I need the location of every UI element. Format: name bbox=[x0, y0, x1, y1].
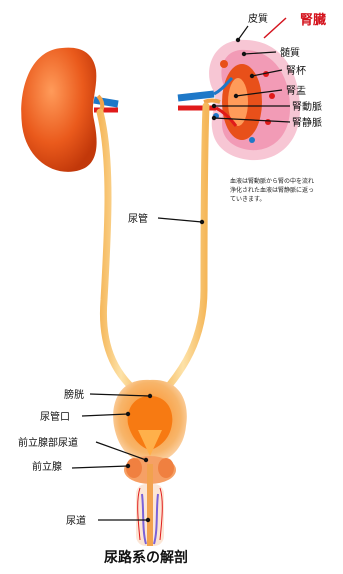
label-prostatic-urethra: 前立腺部尿道 bbox=[18, 436, 78, 449]
label-renal-vein: 腎静脈 bbox=[292, 116, 322, 129]
bladder bbox=[113, 380, 187, 464]
label-urethra: 尿道 bbox=[66, 514, 86, 527]
ureters bbox=[100, 106, 206, 396]
ureter-leader bbox=[158, 218, 202, 222]
label-pelvis: 腎盂 bbox=[286, 85, 306, 97]
label-renal-artery: 腎動脈 bbox=[292, 100, 322, 113]
label-cortex: 皮質 bbox=[248, 12, 268, 25]
label-ureter: 尿管 bbox=[128, 212, 148, 225]
caption: 尿路系の解剖 bbox=[104, 549, 188, 566]
label-prostate: 前立腺 bbox=[32, 460, 62, 473]
label-calyx: 腎杯 bbox=[286, 64, 306, 77]
note-line-3: ていきます。 bbox=[230, 196, 265, 203]
blood-flow-note: 血液は腎動脈から腎の中を流れ 浄化された血液は腎静脈に返っ ていきます。 bbox=[230, 177, 314, 203]
title-kidney: 腎臓 bbox=[300, 12, 326, 28]
ureter-dot bbox=[200, 220, 204, 224]
label-ureteral-orifice: 尿管口 bbox=[40, 410, 70, 423]
note-line-2: 浄化された血液は腎静脈に返っ bbox=[230, 186, 314, 194]
label-medulla: 髄質 bbox=[280, 46, 300, 59]
note-line-1: 血液は腎動脈から腎の中を流れ bbox=[230, 177, 314, 185]
label-bladder: 膀胱 bbox=[64, 388, 84, 401]
